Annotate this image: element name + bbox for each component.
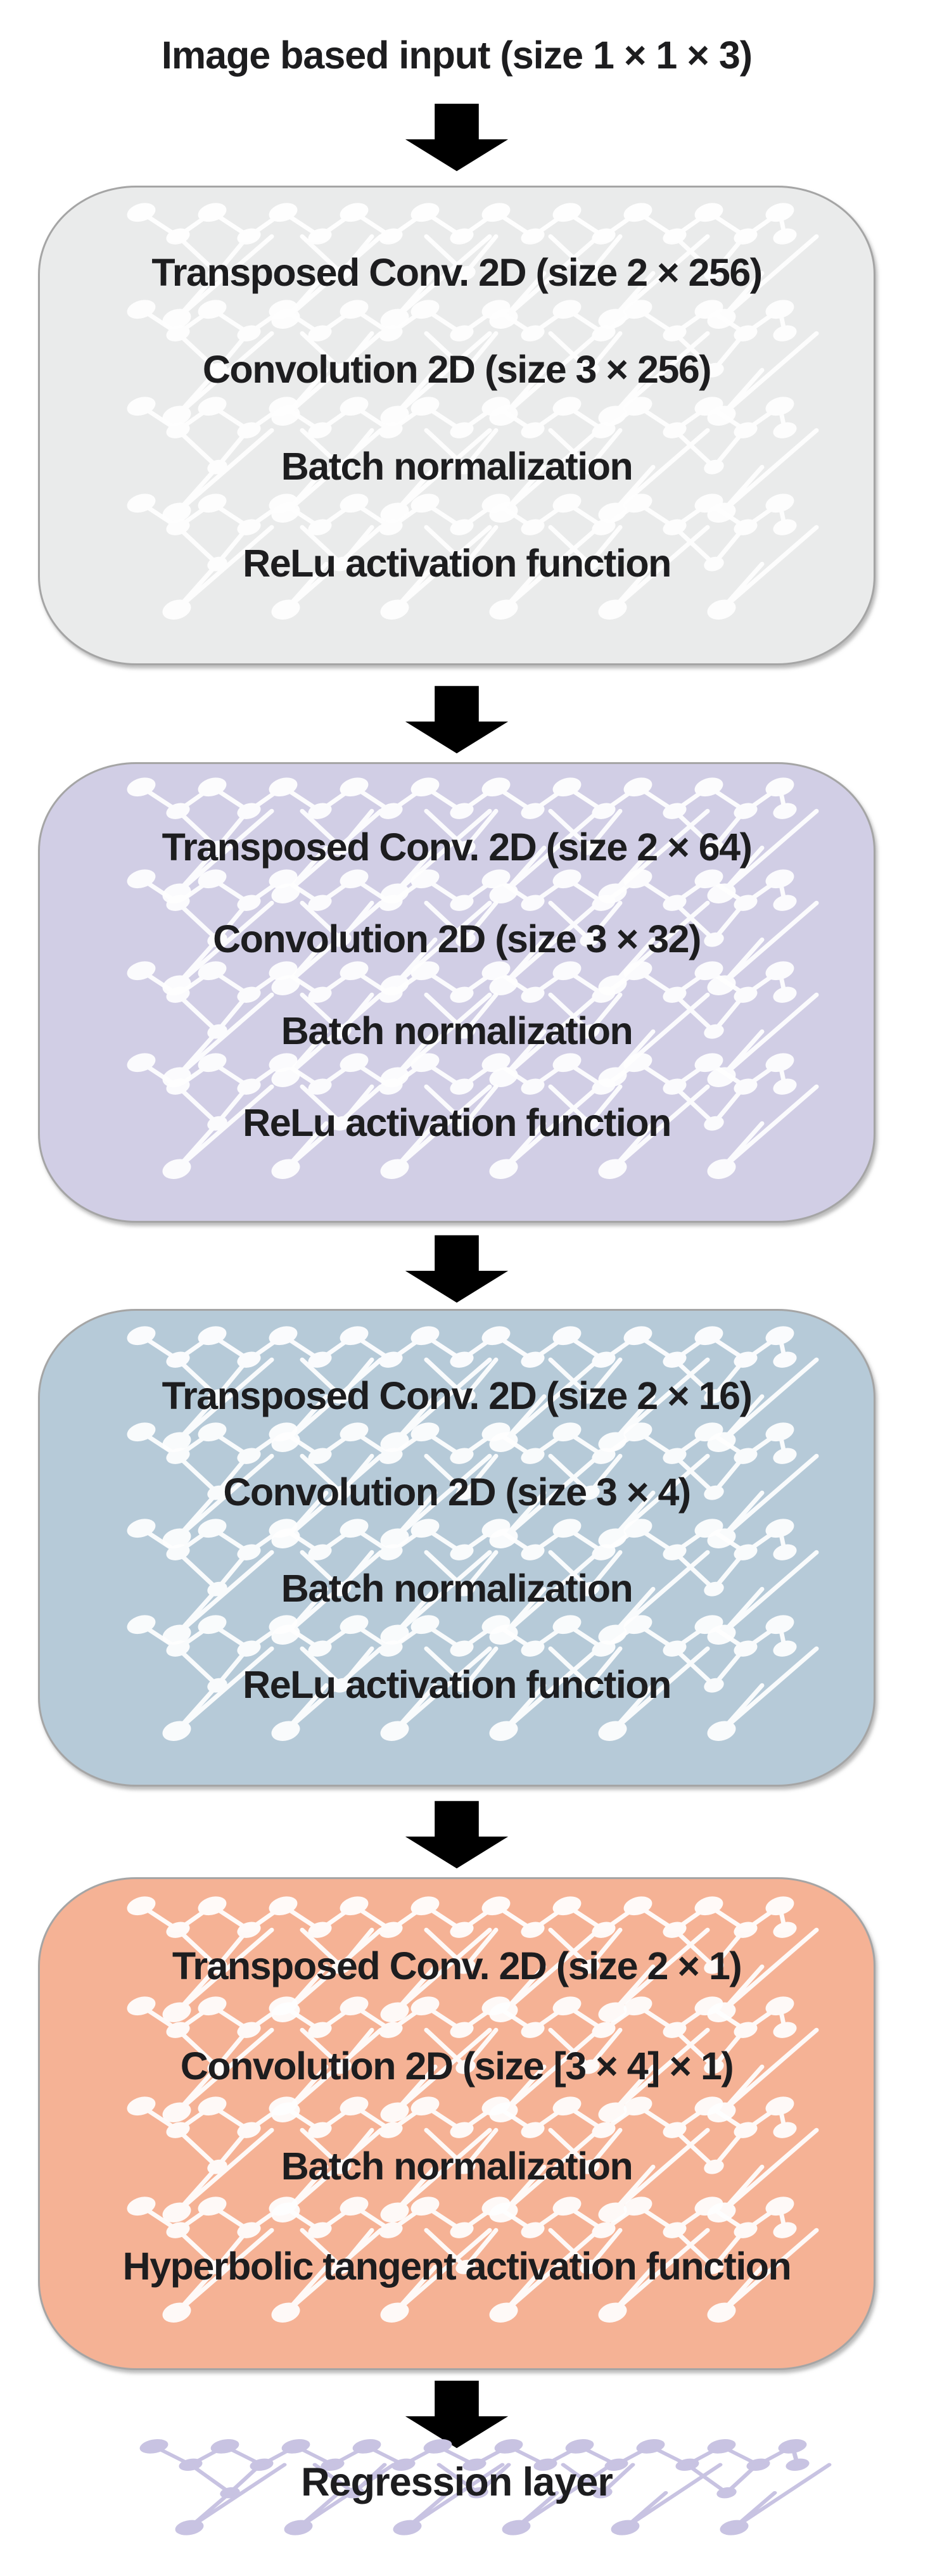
down-arrow-icon <box>400 1797 514 1871</box>
down-arrow-icon <box>400 100 514 174</box>
network-doodle-icon <box>127 1422 819 1548</box>
layer-block-2: Transposed Conv. 2D (size 2 × 64) Convol… <box>38 762 875 1223</box>
layer-op-label: Batch normalization <box>281 1009 633 1053</box>
network-doodle-icon <box>127 2096 819 2222</box>
layer-row: Convolution 2D (size 3 × 4) <box>51 1422 862 1548</box>
down-arrow-icon <box>400 1232 514 1305</box>
network-doodle-icon <box>127 1896 819 2022</box>
layer-block-4: Transposed Conv. 2D (size 2 × 1) Convolu… <box>38 1877 875 2370</box>
network-doodle-icon <box>127 1615 819 1741</box>
layer-row: Transposed Conv. 2D (size 2 × 256) <box>51 203 862 329</box>
network-doodle-icon <box>127 1053 819 1180</box>
layer-block-1: Transposed Conv. 2D (size 2 × 256) Convo… <box>38 186 875 665</box>
layer-op-label: Transposed Conv. 2D (size 2 × 64) <box>162 825 753 869</box>
network-doodle-icon <box>127 2197 819 2323</box>
layer-op-label: Convolution 2D (size 3 × 32) <box>213 917 701 960</box>
layer-op-label: Hyperbolic tangent activation function <box>122 2245 792 2288</box>
layer-op-label: Transposed Conv. 2D (size 2 × 1) <box>172 1944 742 1987</box>
layer-op-label: Convolution 2D (size 3 × 256) <box>202 348 712 392</box>
layer-op-label: Convolution 2D (size 3 × 4) <box>223 1470 691 1514</box>
input-label: Image based input (size 1 × 1 × 3) <box>161 34 753 77</box>
layer-row: ReLu activation function <box>51 1615 862 1741</box>
down-arrow-icon <box>400 682 514 756</box>
layer-row: Hyperbolic tangent activation function <box>51 2197 862 2323</box>
network-doodle-icon <box>127 869 819 995</box>
layer-op-label: Batch normalization <box>281 1567 633 1610</box>
layer-op-label: ReLu activation function <box>243 1101 671 1145</box>
layer-row: Convolution 2D (size 3 × 32) <box>51 869 862 995</box>
layer-op-label: Batch normalization <box>281 444 633 488</box>
layer-row: Transposed Conv. 2D (size 2 × 16) <box>51 1326 862 1452</box>
layer-row: Convolution 2D (size 3 × 256) <box>51 300 862 426</box>
network-doodle-icon <box>127 1326 819 1452</box>
layer-block-3: Transposed Conv. 2D (size 2 × 16) Convol… <box>38 1309 875 1787</box>
layer-row: Transposed Conv. 2D (size 2 × 1) <box>51 1896 862 2022</box>
network-doodle-icon <box>139 2439 832 2535</box>
layer-op-label: ReLu activation function <box>243 1663 671 1706</box>
network-doodle-icon <box>127 493 819 620</box>
layer-row: Batch normalization <box>51 397 862 523</box>
layer-op-label: ReLu activation function <box>243 541 671 585</box>
layer-op-label: Transposed Conv. 2D (size 2 × 16) <box>162 1374 753 1417</box>
network-doodle-icon <box>127 203 819 329</box>
layer-row: ReLu activation function <box>51 493 862 620</box>
layer-row: ReLu activation function <box>51 1053 862 1180</box>
layer-op-label: Transposed Conv. 2D (size 2 × 256) <box>151 251 763 295</box>
network-doodle-icon <box>127 1519 819 1645</box>
layer-op-label: Convolution 2D (size [3 × 4] × 1) <box>180 2044 734 2088</box>
network-doodle-icon <box>127 397 819 523</box>
layer-op-label: Batch normalization <box>281 2145 633 2188</box>
network-doodle-icon <box>127 300 819 426</box>
network-doodle-icon <box>127 777 819 903</box>
layer-row: Transposed Conv. 2D (size 2 × 64) <box>51 777 862 903</box>
layer-row: Batch normalization <box>51 961 862 1088</box>
layer-row: Batch normalization <box>51 1519 862 1645</box>
output-label: Regression layer <box>301 2460 613 2504</box>
layer-row: Batch normalization <box>51 2096 862 2222</box>
